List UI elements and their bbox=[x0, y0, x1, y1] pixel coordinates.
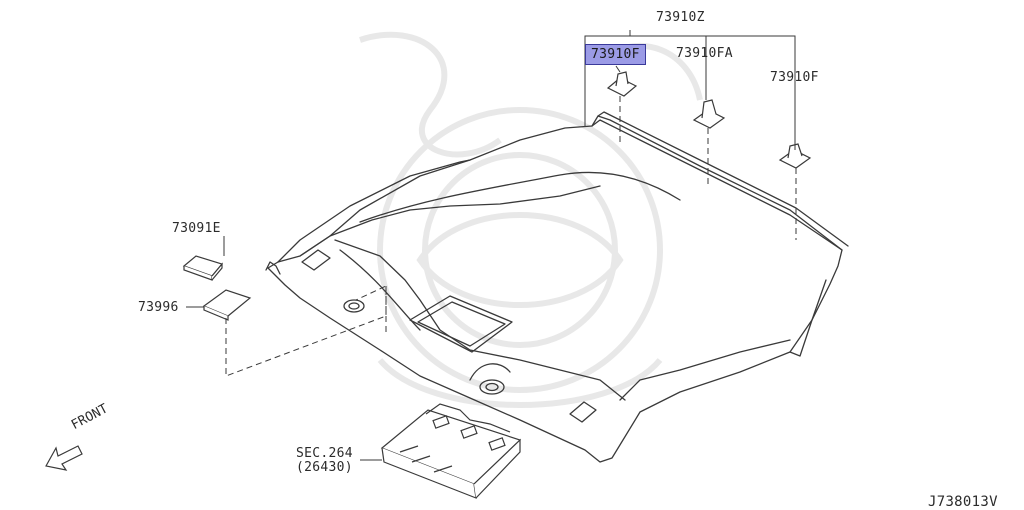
label-pad-large[interactable]: 73996 bbox=[138, 300, 179, 315]
diagram-code: J738013V bbox=[928, 494, 998, 510]
pad-shapes bbox=[182, 255, 252, 321]
label-clip-fa[interactable]: 73910FA bbox=[676, 46, 733, 61]
headlining-outline bbox=[267, 119, 843, 463]
label-lamp-sec[interactable]: SEC.264 bbox=[296, 446, 353, 461]
label-group-73910z[interactable]: 73910Z bbox=[656, 10, 705, 25]
console-recess bbox=[409, 295, 513, 353]
label-pad-small[interactable]: 73091E bbox=[172, 221, 221, 236]
clip-shapes bbox=[606, 71, 812, 169]
label-clip-highlighted[interactable]: 73910F bbox=[585, 44, 646, 65]
front-arrow-icon bbox=[45, 445, 83, 471]
label-lamp-ref[interactable]: (26430) bbox=[296, 460, 353, 475]
watermark-emblem bbox=[359, 31, 703, 408]
label-clip-f[interactable]: 73910F bbox=[770, 70, 819, 85]
room-lamp-shape bbox=[380, 403, 522, 499]
